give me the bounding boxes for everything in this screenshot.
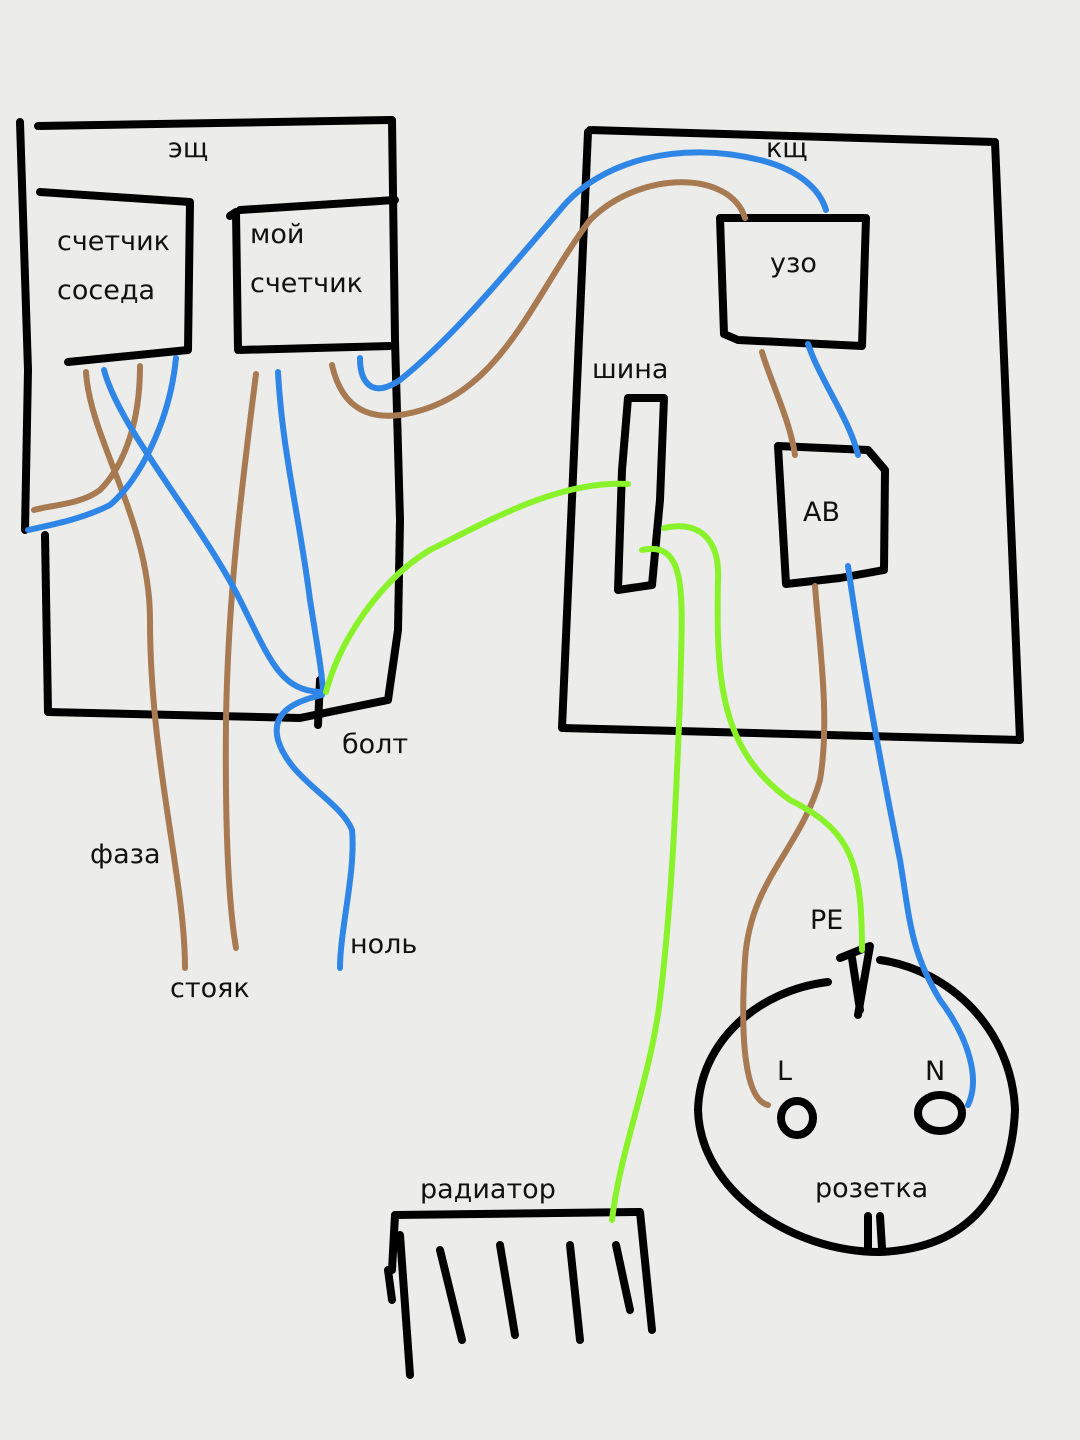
label-l: L [777,1056,792,1087]
phase-wires [31,179,828,1108]
floor-panel-box [16,116,404,722]
socket-bottom-contact [864,1212,886,1252]
socket-pe-contact [836,942,874,1019]
neutral-wires [25,149,976,1108]
label-breaker: АВ [803,497,840,528]
label-socket: розетка [815,1173,928,1204]
label-kshch: кщ [766,133,808,164]
socket-outline [694,956,1019,1256]
socket-n-hole [914,1091,966,1135]
ground-wires [323,480,865,1223]
uzo-box [716,214,870,350]
label-my-meter-2: счетчик [250,268,363,299]
label-neutral: ноль [350,929,417,960]
label-radiator: радиатор [420,1174,556,1205]
label-n: N [925,1056,945,1087]
my-meter-box [226,196,399,354]
label-pe: PE [810,905,843,936]
apartment-panel-box [558,126,1024,744]
label-bolt: болт [342,729,408,760]
label-phase: фаза [90,839,161,870]
label-eshch: эщ [168,133,208,164]
label-my-meter-1: мой [250,219,304,250]
bus-bar [614,394,668,594]
socket-l-hole [777,1097,817,1139]
radiator [384,1208,656,1379]
neighbor-meter-box [36,188,194,366]
label-bus: шина [592,354,668,385]
label-riser: стояк [170,973,250,1004]
label-neighbor-meter-1: счетчик [57,226,170,257]
label-neighbor-meter-2: соседа [57,275,155,306]
label-uzo: узо [770,248,817,279]
breaker-box [774,442,889,588]
